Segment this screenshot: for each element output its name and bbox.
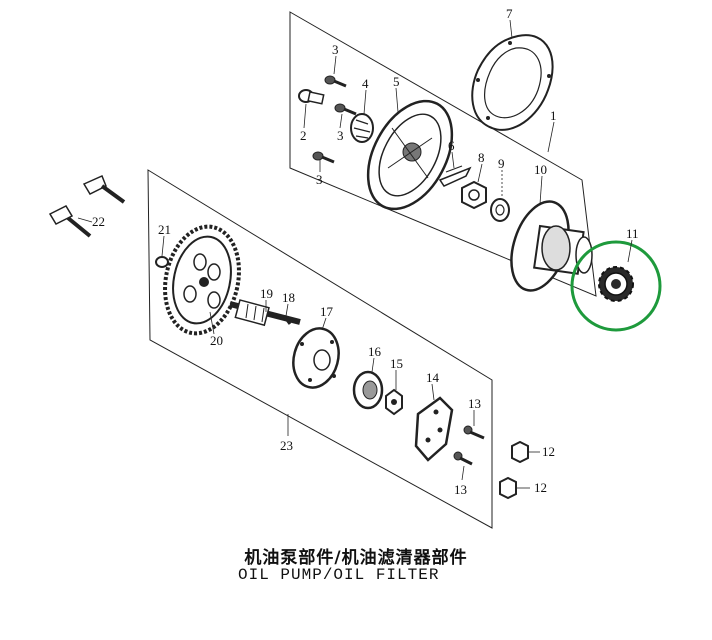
label-part-11: 11 bbox=[626, 226, 639, 241]
label-part-21: 21 bbox=[158, 222, 171, 237]
bolt-part-13-upper bbox=[463, 425, 485, 440]
clip-part-6 bbox=[438, 165, 472, 187]
plate-part-14 bbox=[414, 396, 454, 462]
screw-part-22-top bbox=[82, 174, 126, 204]
label-part-15: 15 bbox=[390, 356, 403, 371]
label-part-12-lower: 12 bbox=[534, 480, 547, 495]
screw-part-22-bottom bbox=[48, 205, 92, 238]
nut-part-8 bbox=[461, 180, 487, 210]
label-part-23: 23 bbox=[280, 438, 293, 453]
label-part-9: 9 bbox=[498, 156, 505, 171]
shaft-part-19 bbox=[229, 299, 301, 327]
screw-part-3-lower bbox=[312, 151, 335, 164]
label-part-20: 20 bbox=[210, 333, 223, 348]
lower-assembly-frame bbox=[147, 169, 493, 529]
label-part-17: 17 bbox=[320, 304, 334, 319]
pin-part-18 bbox=[282, 315, 292, 325]
rotor-part-16 bbox=[352, 370, 384, 410]
sprocket-part-20 bbox=[163, 224, 241, 336]
label-part-4: 4 bbox=[362, 76, 369, 91]
label-part-18: 18 bbox=[282, 290, 295, 305]
nut-part-12-lower bbox=[499, 476, 517, 500]
label-part-10: 10 bbox=[534, 162, 547, 177]
gasket-part-7 bbox=[471, 34, 554, 131]
label-part-5: 5 bbox=[393, 74, 400, 89]
bolt-part-2 bbox=[298, 89, 325, 105]
label-part-7: 7 bbox=[506, 6, 513, 21]
label-part-12-upper: 12 bbox=[542, 444, 555, 459]
screw-part-3-middle bbox=[334, 103, 357, 116]
pump-housing-part-10 bbox=[510, 200, 593, 292]
label-part-19: 19 bbox=[260, 286, 273, 301]
diagram-title-chinese: 机油泵部件/机油滤清器部件 bbox=[244, 548, 468, 568]
label-part-22: 22 bbox=[92, 214, 105, 229]
label-part-6: 6 bbox=[448, 138, 455, 153]
label-part-3-middle: 3 bbox=[337, 128, 344, 143]
label-part-8: 8 bbox=[478, 150, 485, 165]
clip-part-21 bbox=[155, 256, 169, 268]
diagram-title-english: OIL PUMP/OIL FILTER bbox=[238, 566, 440, 584]
label-part-14: 14 bbox=[426, 370, 440, 385]
pump-body-part-17 bbox=[292, 327, 340, 389]
valve-part-4 bbox=[350, 113, 374, 143]
label-part-1: 1 bbox=[550, 108, 557, 123]
label-part-13-upper: 13 bbox=[468, 396, 481, 411]
pump-cover-part-5 bbox=[366, 99, 454, 211]
label-part-3-lower: 3 bbox=[316, 172, 323, 187]
rotor-part-15 bbox=[385, 388, 403, 416]
label-part-3-top: 3 bbox=[332, 42, 339, 57]
highlight-circle-part-11 bbox=[570, 240, 662, 332]
bolt-part-13-lower bbox=[453, 451, 473, 466]
washer-part-9 bbox=[490, 198, 510, 222]
screw-part-3-top bbox=[324, 75, 347, 88]
label-part-2: 2 bbox=[300, 128, 307, 143]
label-part-13-lower: 13 bbox=[454, 482, 467, 497]
gear-part-11 bbox=[598, 266, 634, 302]
nut-part-12-upper bbox=[511, 440, 529, 464]
label-part-16: 16 bbox=[368, 344, 382, 359]
